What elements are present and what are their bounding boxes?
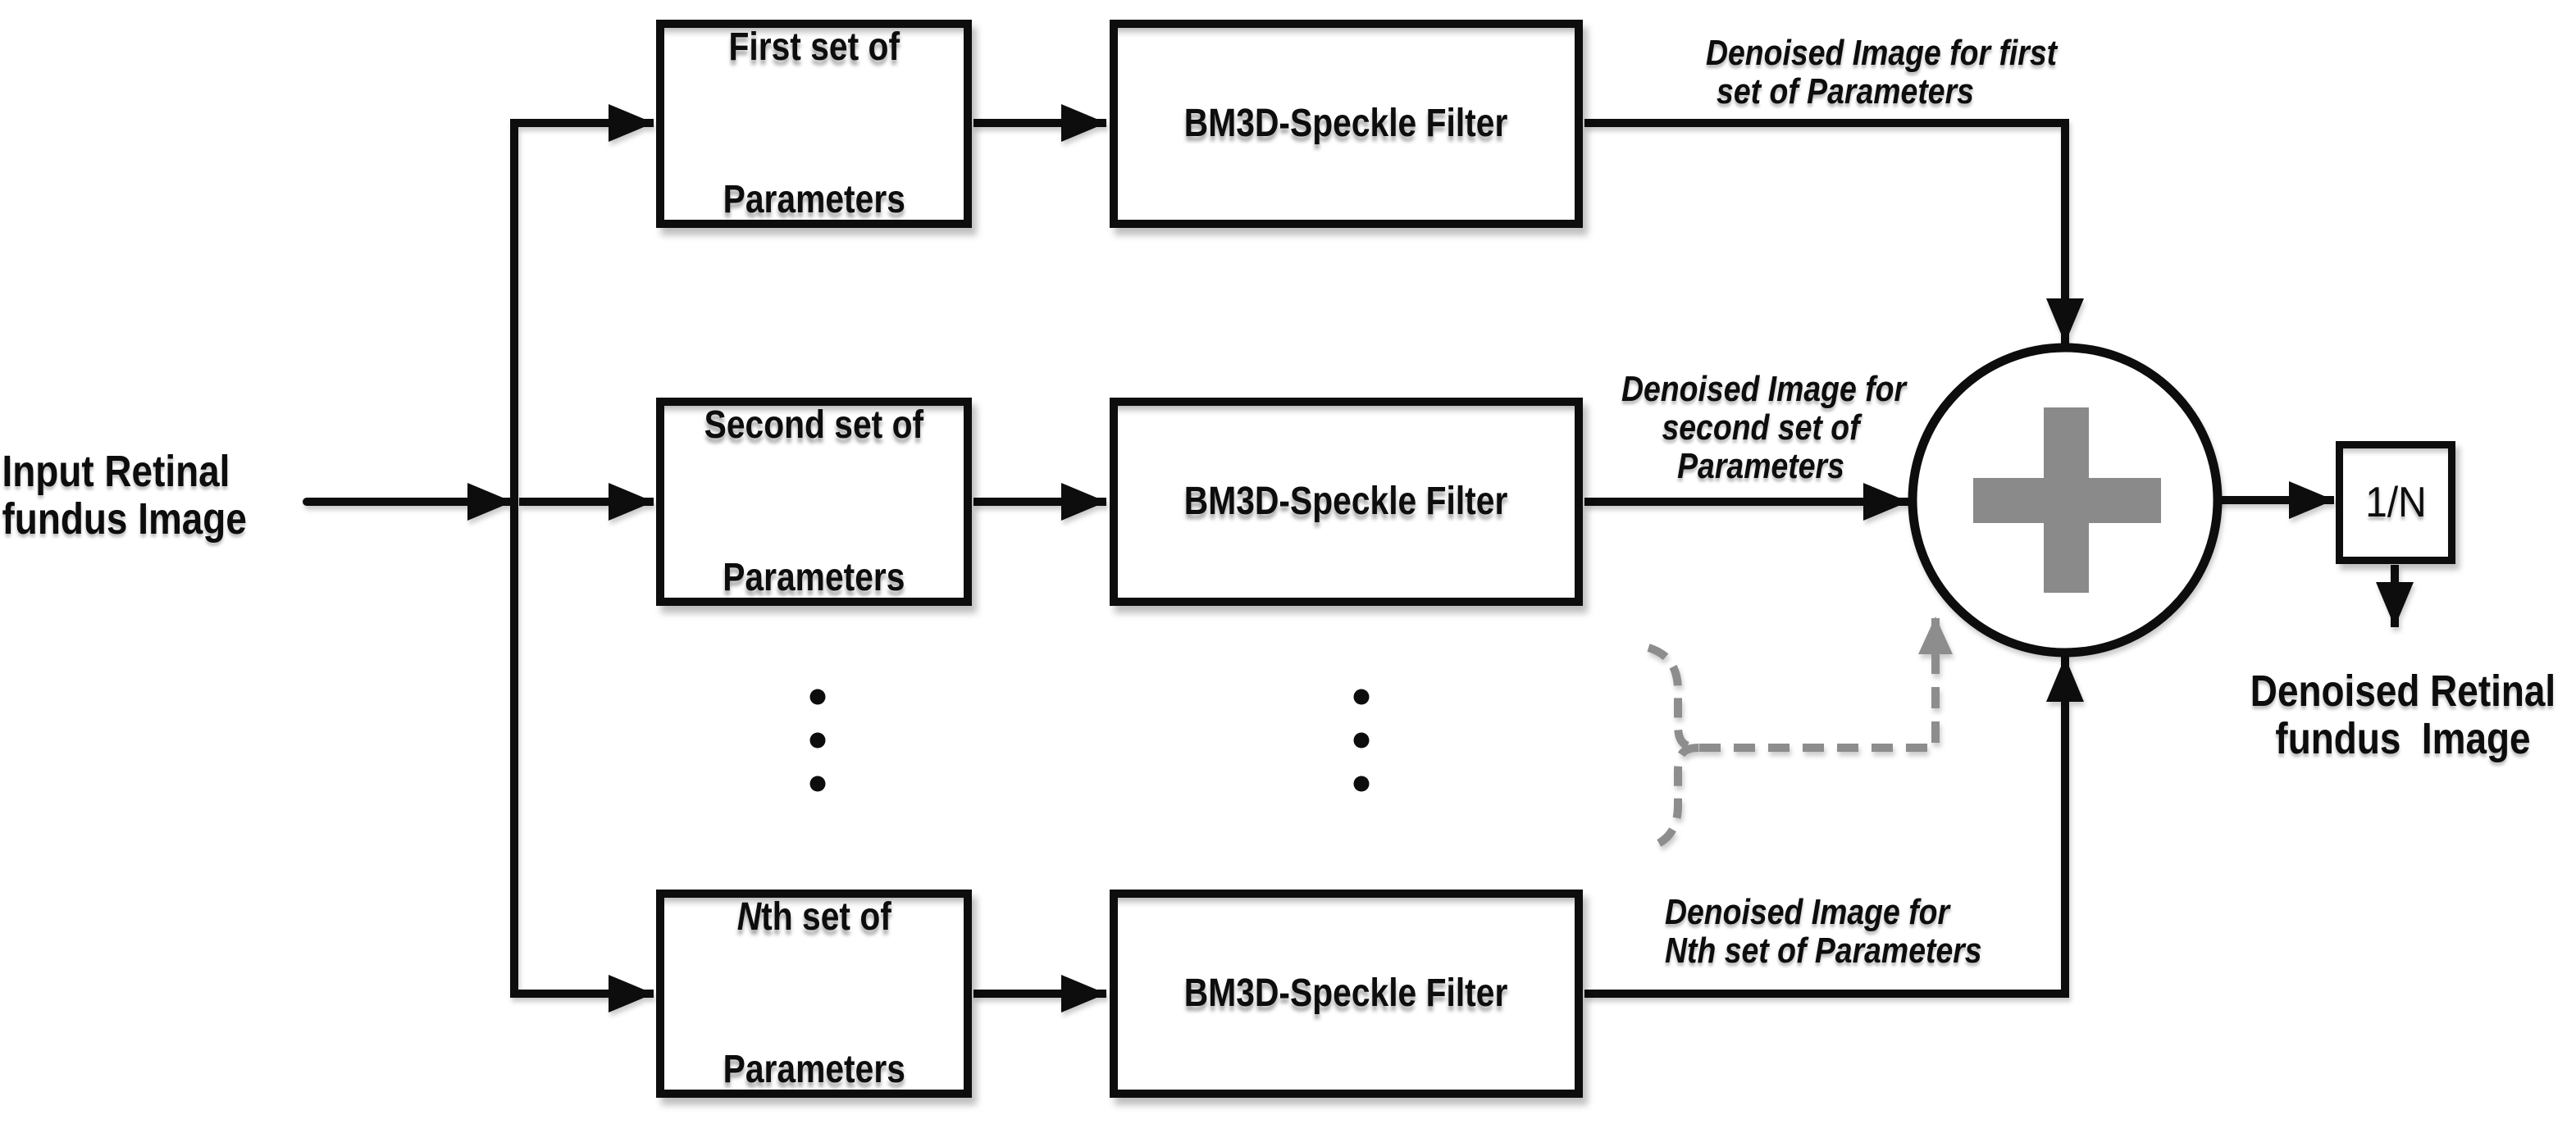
param-box-second: Second set of Parameters: [656, 398, 972, 606]
output-label-row2: Denoised Image for second set of Paramet…: [1621, 369, 1907, 486]
filter-box-row3: BM3D-Speckle Filter: [1110, 890, 1583, 1098]
divider-box: 1/N: [2336, 441, 2455, 564]
ellipsis-dots-right: [1353, 689, 1370, 792]
output-label-row3: Denoised Image for Nth set of Parameters: [1665, 892, 1982, 971]
filter1-to-adder-arrow: [1584, 119, 2084, 344]
dashed-group-arrow: [1699, 617, 1953, 752]
output-label-row1: Denoised Image for first set of Paramete…: [1706, 33, 2058, 111]
ellipsis-dots-left: [809, 689, 826, 792]
filter3-to-adder-arrow: [1584, 657, 2084, 998]
input-image-label: Input Retinal fundus Image: [2, 447, 247, 544]
dashed-group-brace: [1647, 644, 1700, 852]
final-output-label: Denoised Retinal fundus Image: [2250, 667, 2556, 763]
plus-icon: [1973, 407, 2161, 593]
filter-box-row1: BM3D-Speckle Filter: [1110, 20, 1583, 228]
param-box-first: First set of Parameters: [656, 20, 972, 228]
filter-box-row2: BM3D-Speckle Filter: [1110, 398, 1583, 606]
param-box-nth: Nth set of Parameters: [656, 890, 972, 1098]
